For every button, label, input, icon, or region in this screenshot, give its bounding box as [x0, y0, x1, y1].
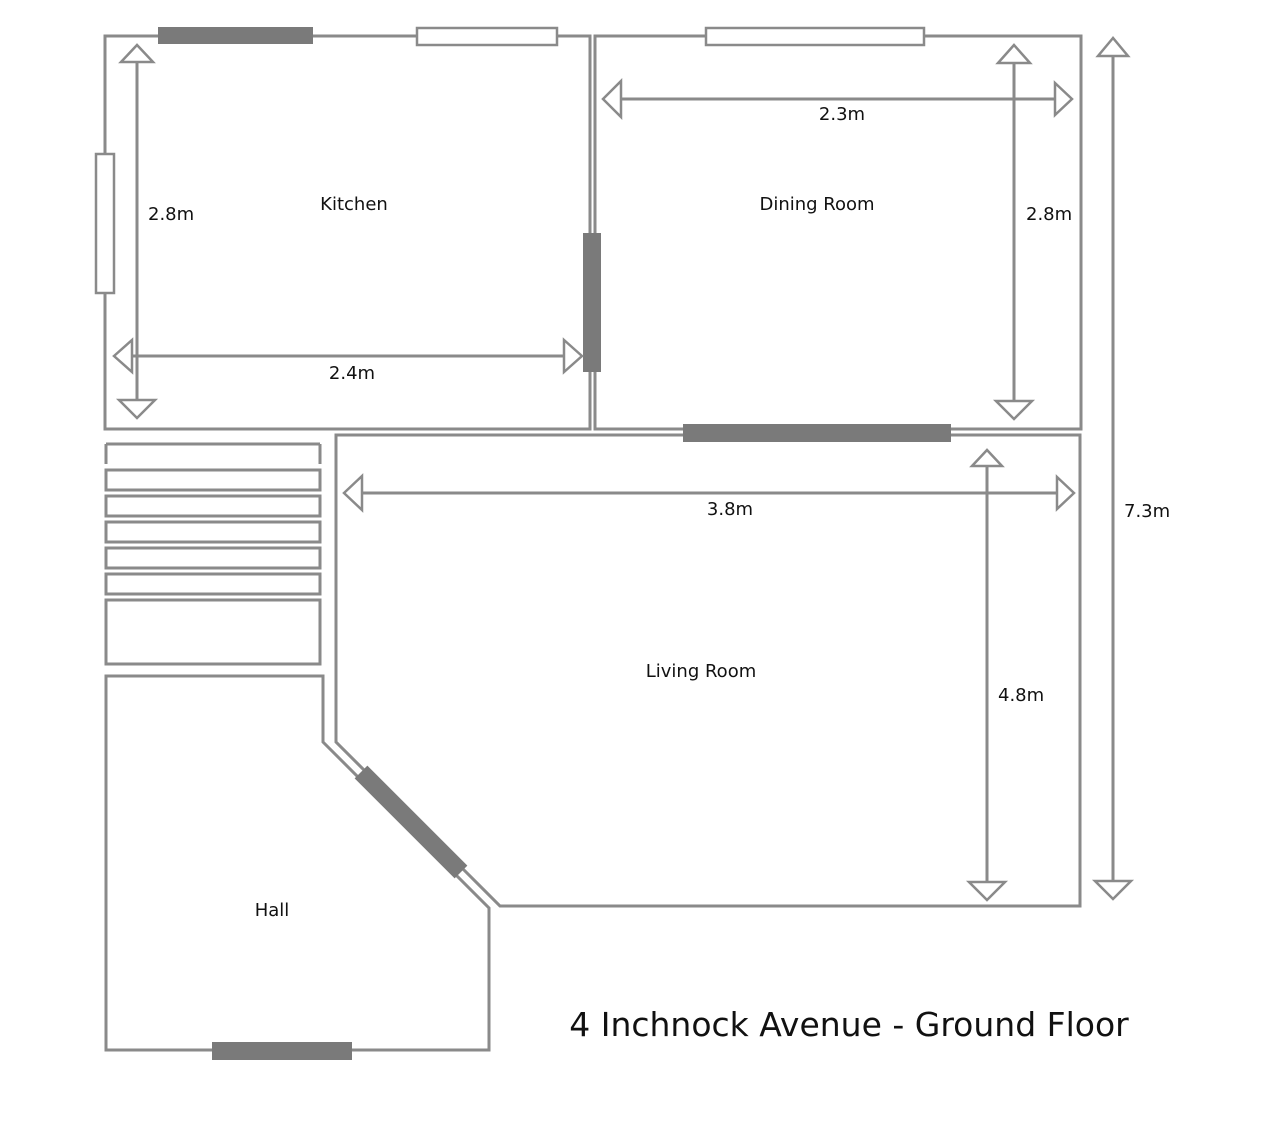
windows: [94, 26, 926, 295]
dining-height-arrow: [992, 43, 1036, 421]
living-width-label: 3.8m: [707, 499, 753, 520]
kitchen-height-arrow: [115, 43, 159, 420]
kitchen-dining-door: [583, 233, 601, 372]
hall-front-door: [212, 1042, 352, 1060]
living-height-arrow: [965, 448, 1009, 902]
living-width-arrow: [342, 473, 1076, 513]
kitchen-top-door: [158, 27, 313, 44]
dining-width-label: 2.3m: [819, 104, 865, 125]
kitchen-side-window: [94, 152, 116, 295]
kitchen-width-arrow: [112, 337, 584, 375]
dining-height-label: 2.8m: [1026, 204, 1072, 225]
total-height-label: 7.3m: [1124, 501, 1170, 522]
dining-width-arrow: [601, 77, 1074, 121]
living-height-label: 4.8m: [998, 685, 1044, 706]
kitchen-top-window: [415, 26, 559, 47]
total-height-arrow: [1091, 36, 1135, 901]
plan-title: 4 Inchnock Avenue - Ground Floor: [569, 1005, 1129, 1044]
hall-living-door: [354, 765, 468, 879]
dining-room-label: Dining Room: [759, 194, 874, 215]
living-room-label: Living Room: [646, 661, 757, 682]
kitchen-height-label: 2.8m: [148, 204, 194, 225]
dining-top-window: [704, 26, 926, 47]
doors: [158, 27, 951, 1060]
dining-room: [593, 34, 1083, 431]
dining-living-door: [683, 424, 951, 442]
hall-label: Hall: [255, 900, 290, 921]
staircase: [104, 442, 322, 666]
kitchen-width-label: 2.4m: [329, 363, 375, 384]
kitchen-label: Kitchen: [320, 194, 388, 215]
